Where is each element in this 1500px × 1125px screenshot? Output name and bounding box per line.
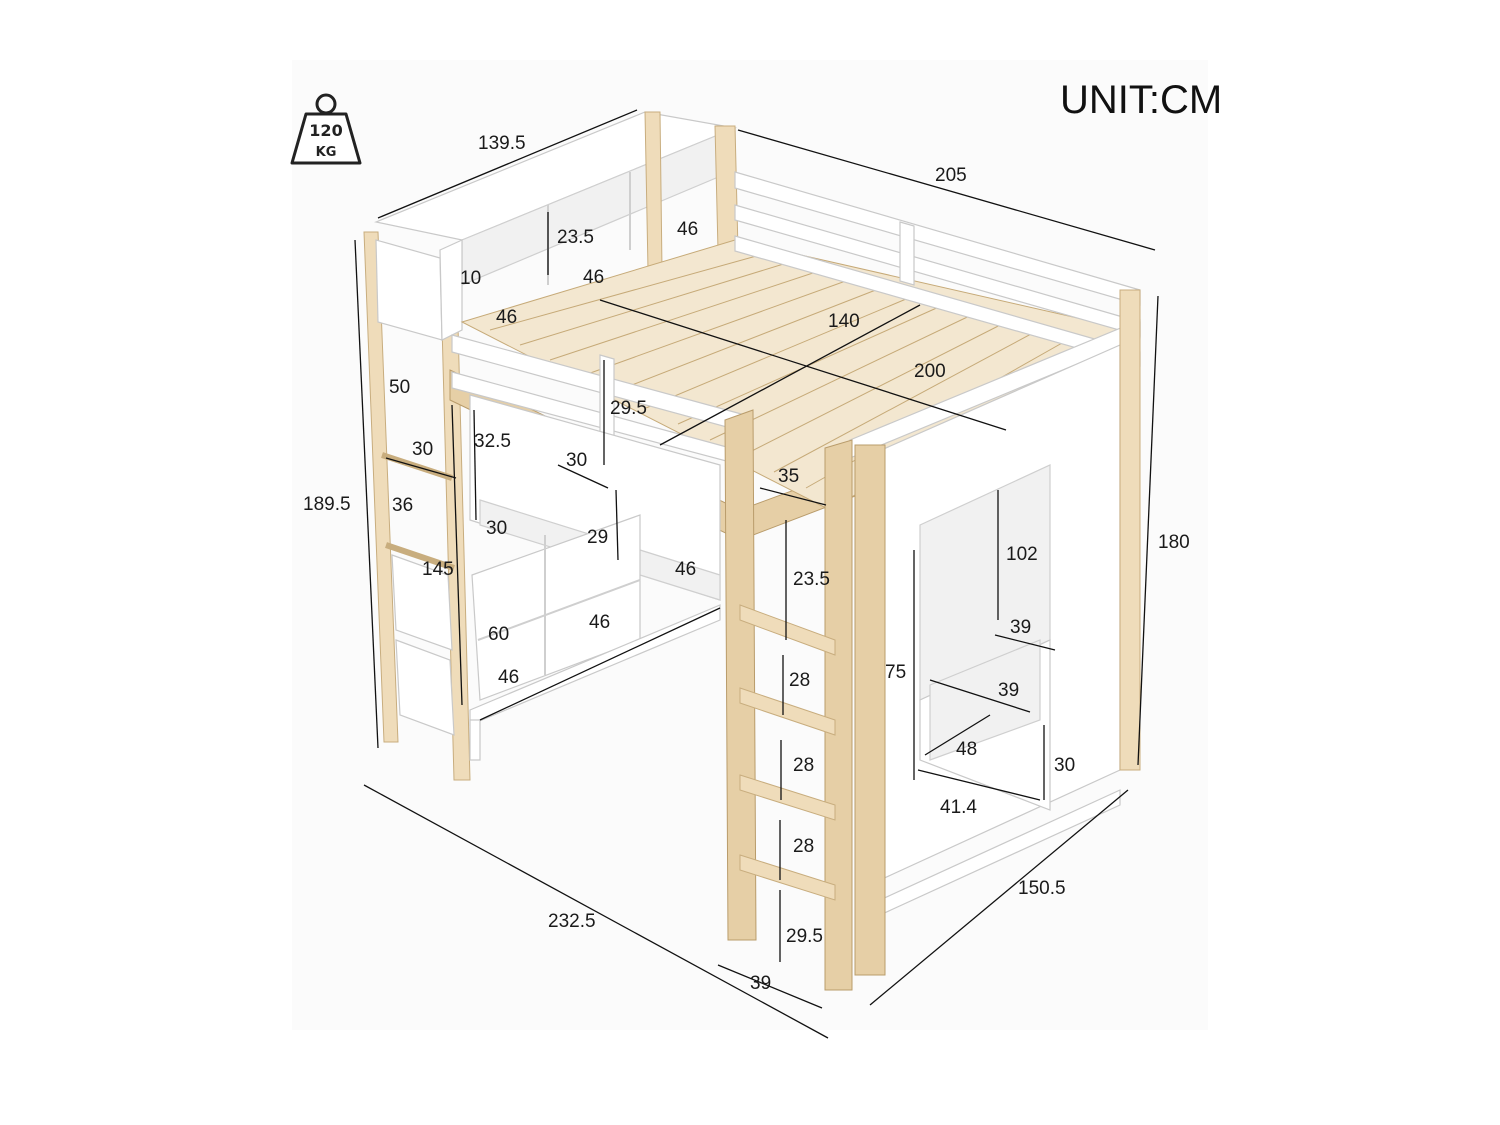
- dim-wardrobe-lower: 75: [885, 662, 906, 683]
- dim-ladder-step-1: 23.5: [793, 569, 830, 590]
- dim-shelf-width-a: 46: [677, 219, 698, 240]
- dim-cube-width-c: 46: [498, 667, 519, 688]
- dim-ladder-step-4: 28: [793, 836, 814, 857]
- dim-mattress-length: 200: [914, 361, 946, 382]
- dim-drawer-front: 41.4: [940, 797, 977, 818]
- dimension-labels: 139.5 205 23.5 46 10 46 46 140 200 29.5 …: [303, 133, 1190, 994]
- dim-top-length: 205: [935, 165, 967, 186]
- dim-desk-depth: 30: [566, 450, 587, 471]
- weight-value: 120: [309, 121, 342, 140]
- dim-lower-cube-height: 60: [488, 624, 509, 645]
- dim-desk-upper: 32.5: [474, 431, 511, 452]
- dim-drawer-depth: 39: [998, 680, 1019, 701]
- dim-drawer-height: 30: [1054, 755, 1075, 776]
- dim-shelf-gap: 10: [460, 268, 481, 289]
- dim-side-mid: 36: [392, 495, 413, 516]
- dim-cube-width-b: 46: [589, 612, 610, 633]
- unit-label: UNIT:CM: [1060, 78, 1223, 122]
- dim-ladder-step-3: 28: [793, 755, 814, 776]
- dim-cube-width-a: 46: [675, 559, 696, 580]
- dim-overall-width: 150.5: [1018, 878, 1066, 899]
- dim-wardrobe-height: 102: [1006, 544, 1038, 565]
- dim-shelf-height: 23.5: [557, 227, 594, 248]
- dim-ladder-depth: 39: [750, 973, 771, 994]
- dim-drawer-width: 48: [956, 739, 977, 760]
- dim-overall-length: 232.5: [548, 911, 596, 932]
- dim-shelf-width-c: 46: [496, 307, 517, 328]
- dim-desk-height: 145: [422, 559, 454, 580]
- dim-cube-depth: 29: [587, 527, 608, 548]
- dim-side-upper: 50: [389, 377, 410, 398]
- dim-ladder-bottom: 29.5: [786, 926, 823, 947]
- dim-side-shelf-depth: 30: [412, 439, 433, 460]
- weight-icon: 120 KG: [290, 93, 362, 165]
- dim-ladder-step-2: 28: [789, 670, 810, 691]
- dim-cube-height: 30: [486, 518, 507, 539]
- dim-ladder-top: 35: [778, 466, 799, 487]
- dim-shelf-width-b: 46: [583, 267, 604, 288]
- ladder: [724, 409, 853, 991]
- dim-guard-height: 29.5: [610, 398, 647, 419]
- bed-illustration: [363, 111, 1141, 991]
- dimension-lines: [354, 109, 1159, 1039]
- dim-wardrobe-depth: 39: [1010, 617, 1031, 638]
- weight-unit: KG: [316, 145, 337, 160]
- dim-overall-height-left: 189.5: [303, 494, 351, 515]
- dim-mattress-width: 140: [828, 311, 860, 332]
- dim-overall-height-right: 180: [1158, 532, 1190, 553]
- dim-top-width: 139.5: [478, 133, 526, 154]
